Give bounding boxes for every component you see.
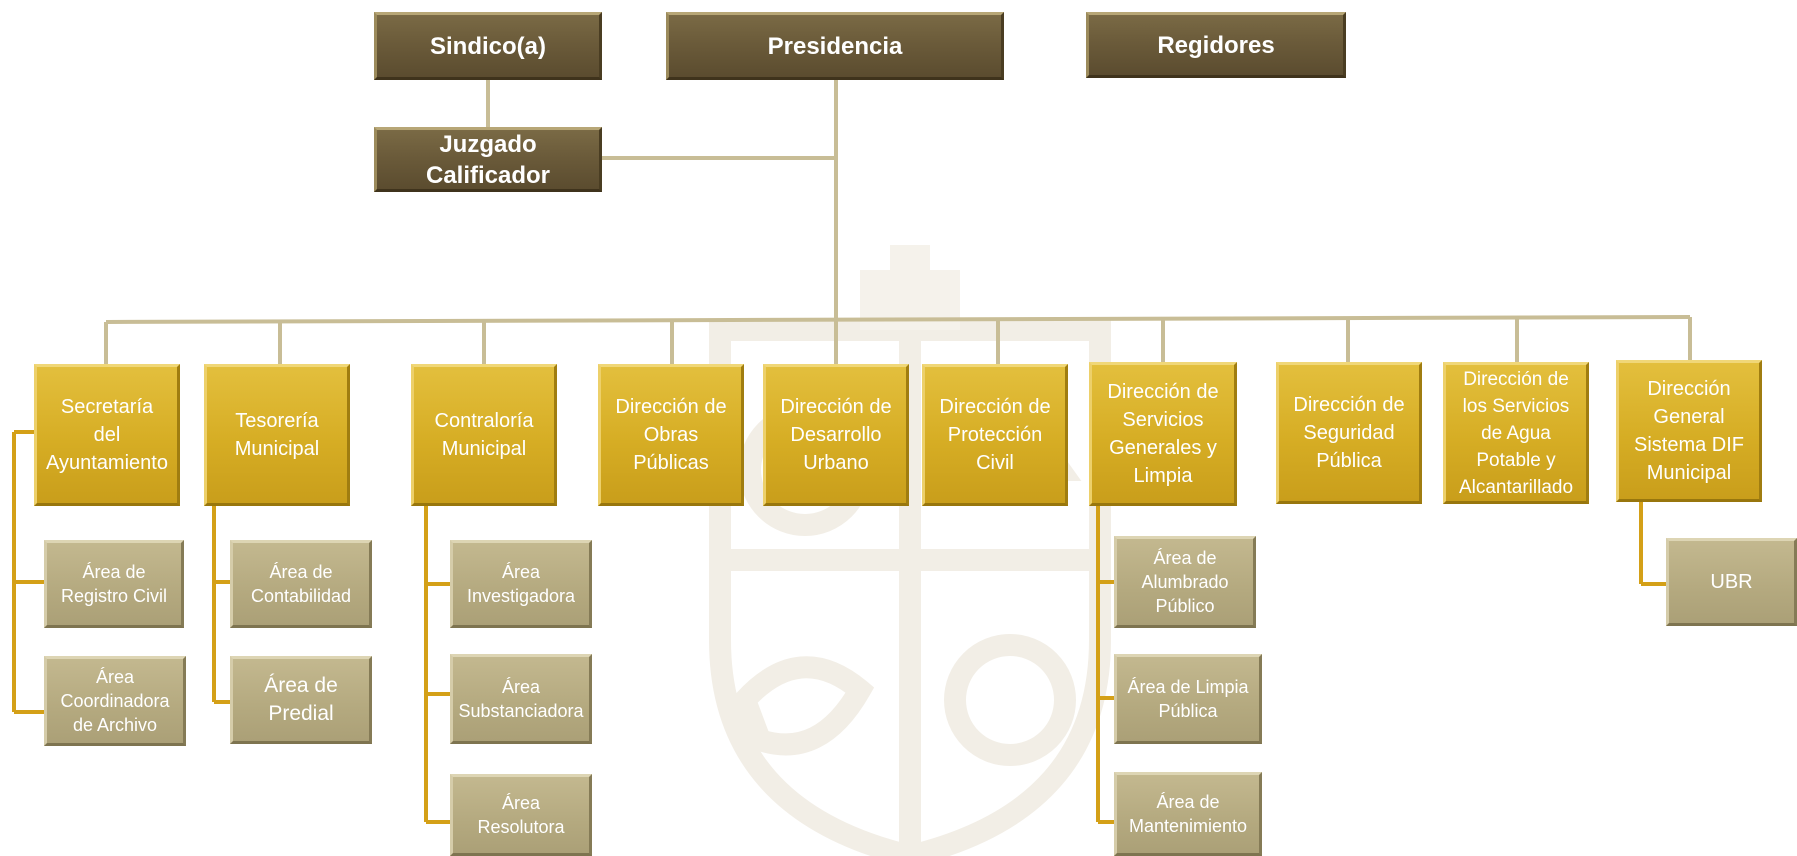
- subunit-label: Área de Registro Civil: [60, 562, 168, 606]
- dept-label: Dirección de Servicios Generales y Limpi…: [1107, 381, 1219, 487]
- dept-label: Contraloría Municipal: [434, 410, 534, 460]
- dept-agua-potable-box: Dirección de los Servicios de Agua Potab…: [1443, 362, 1589, 504]
- dept-label: Dirección de Seguridad Pública: [1293, 394, 1405, 472]
- sub-resolutora-box: Área Resolutora: [450, 774, 592, 856]
- sub-predial-box: Área de Predial: [230, 656, 372, 744]
- sindico-box: Sindico(a): [374, 12, 602, 80]
- subunit-label: Área Resolutora: [477, 793, 565, 837]
- sub-alumbrado-publico-box: Área de Alumbrado Público: [1114, 536, 1256, 628]
- dept-label: Dirección de Obras Públicas: [615, 396, 727, 474]
- juzgado-box: Juzgado Calificador: [374, 127, 602, 192]
- dept-seguridad-publica-box: Dirección de Seguridad Pública: [1276, 362, 1422, 504]
- subunit-label: Área de Alumbrado Público: [1141, 548, 1229, 616]
- dept-dif-box: Dirección General Sistema DIF Municipal: [1616, 360, 1762, 502]
- dept-desarrollo-urbano-box: Dirección de Desarrollo Urbano: [763, 364, 909, 506]
- dept-label: Secretaría del Ayuntamiento: [46, 396, 168, 474]
- dept-contraloria-box: Contraloría Municipal: [411, 364, 557, 506]
- regidores-label: Regidores: [1157, 31, 1275, 59]
- subunit-label: Área de Mantenimiento: [1128, 792, 1248, 836]
- subunit-label: Área Substanciadora: [458, 677, 584, 721]
- dept-obras-publicas-box: Dirección de Obras Públicas: [598, 364, 744, 506]
- sub-ubr-box: UBR: [1666, 538, 1797, 626]
- dept-label: Dirección de los Servicios de Agua Potab…: [1458, 368, 1574, 498]
- dept-servicios-generales-box: Dirección de Servicios Generales y Limpi…: [1089, 362, 1237, 506]
- dept-proteccion-civil-box: Dirección de Protección Civil: [922, 364, 1068, 506]
- dept-secretaria-box: Secretaría del Ayuntamiento: [34, 364, 180, 506]
- dept-label: Dirección de Desarrollo Urbano: [780, 396, 892, 474]
- subunit-label: UBR: [1710, 571, 1753, 593]
- juzgado-label: Juzgado Calificador: [425, 130, 551, 189]
- sub-investigadora-box: Área Investigadora: [450, 540, 592, 628]
- subunit-label: Área de Contabilidad: [250, 562, 352, 606]
- dept-label: Tesorería Municipal: [234, 410, 320, 460]
- subunit-label: Área Investigadora: [466, 562, 576, 606]
- sindico-label: Sindico(a): [429, 32, 546, 60]
- dept-label: Dirección General Sistema DIF Municipal: [1633, 378, 1745, 484]
- dept-tesoreria-box: Tesorería Municipal: [204, 364, 350, 506]
- connector-department-bus: [105, 315, 1691, 324]
- sub-limpia-publica-box: Área de Limpia Pública: [1114, 654, 1262, 744]
- dept-label: Dirección de Protección Civil: [939, 396, 1051, 474]
- presidencia-label: Presidencia: [767, 32, 903, 60]
- sub-substanciadora-box: Área Substanciadora: [450, 654, 592, 744]
- subunit-label: Área de Predial: [264, 674, 338, 725]
- sub-coordinadora-archivo-box: Área Coordinadora de Archivo: [44, 656, 186, 746]
- sub-contabilidad-box: Área de Contabilidad: [230, 540, 372, 628]
- sub-registro-civil-box: Área de Registro Civil: [44, 540, 184, 628]
- sub-mantenimiento-box: Área de Mantenimiento: [1114, 772, 1262, 856]
- presidencia-box: Presidencia: [666, 12, 1004, 80]
- subunit-label: Área de Limpia Pública: [1127, 677, 1249, 721]
- subunit-label: Área Coordinadora de Archivo: [60, 667, 170, 735]
- regidores-box: Regidores: [1086, 12, 1346, 78]
